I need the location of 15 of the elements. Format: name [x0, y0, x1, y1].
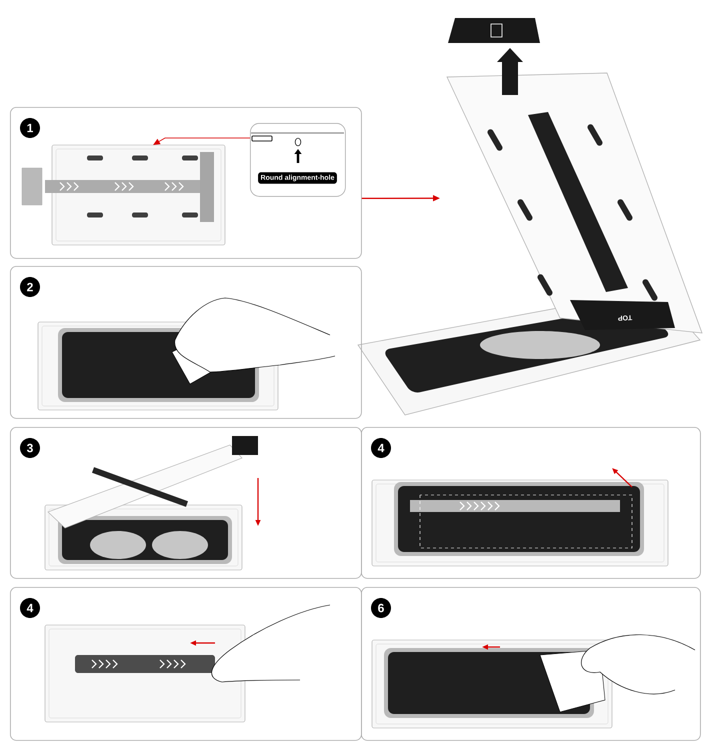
step-number-badge: 2: [20, 277, 40, 297]
step-number-badge: 1: [20, 118, 40, 138]
arrow: [153, 138, 250, 145]
step-number-badge: 3: [20, 438, 40, 458]
step-number-badge: 4: [20, 598, 40, 618]
step-panel: [10, 427, 362, 579]
step-number-badge: 4: [371, 438, 391, 458]
step-panel: [361, 427, 701, 579]
step-panel: [10, 587, 362, 741]
step-panel: [361, 587, 701, 741]
tray-drawing: [22, 144, 226, 246]
step-panel: [10, 266, 362, 419]
step-number-badge: 6: [371, 598, 391, 618]
callout-box: [250, 123, 346, 197]
step-panel: [10, 107, 362, 259]
